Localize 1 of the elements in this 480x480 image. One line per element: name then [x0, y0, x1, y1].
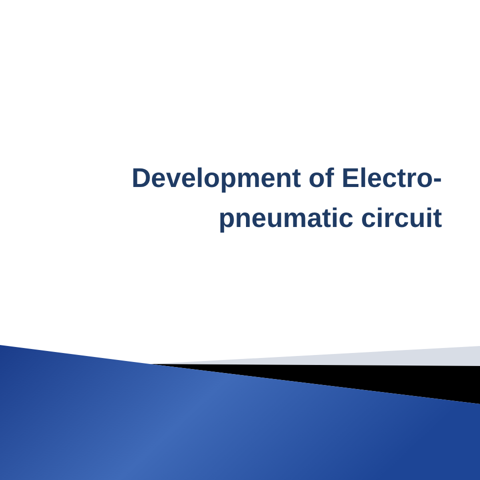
slide-title: Development of Electro- pneumatic circuit — [130, 162, 442, 235]
